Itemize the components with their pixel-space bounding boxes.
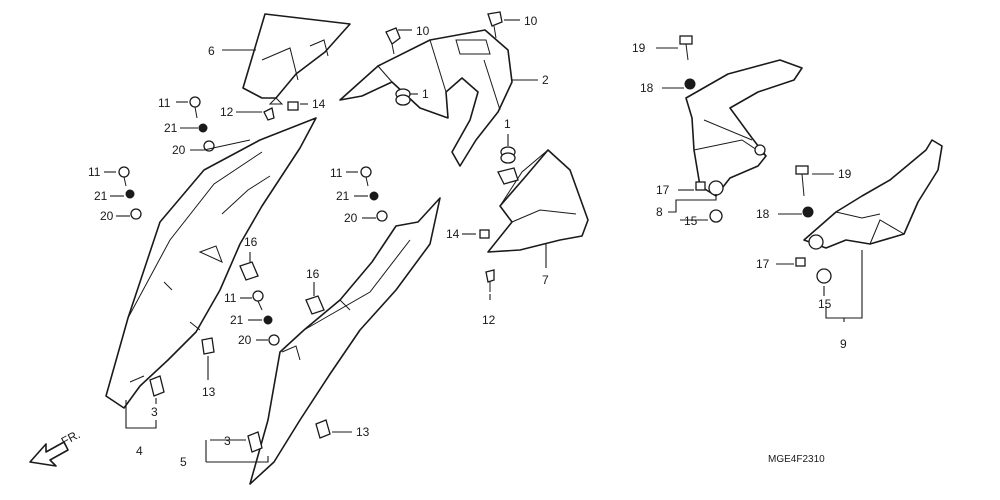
part-8-left-grab-handle — [685, 59, 803, 197]
callout-5: 5 — [180, 455, 187, 469]
bolt-10-right — [487, 11, 503, 39]
callout-1-lower: 1 — [504, 117, 511, 131]
callout-7: 7 — [542, 273, 549, 287]
leader-lines — [104, 19, 863, 463]
grommet-1-top — [395, 88, 411, 106]
callout-20-center: 20 — [344, 211, 358, 225]
callout-15-left: 15 — [684, 214, 698, 228]
collar-15-left — [709, 209, 723, 223]
callout-19-right: 19 — [838, 167, 852, 181]
callout-12-lower: 12 — [482, 313, 496, 327]
callout-14-upper: 14 — [312, 97, 326, 111]
cushion-3-right — [247, 431, 263, 453]
clip-16-left — [239, 261, 259, 281]
callout-11-lower-left: 11 — [88, 165, 101, 179]
nut-17-left — [695, 181, 706, 191]
screw-set-center — [360, 166, 388, 222]
drawing-code: MGE4F2310 — [768, 454, 825, 465]
callout-13-right: 13 — [356, 425, 370, 439]
part-4-left-side-cover — [105, 117, 317, 409]
nut-14-lower — [479, 229, 490, 239]
callout-10-right: 10 — [524, 14, 538, 28]
callout-19-left: 19 — [632, 41, 646, 55]
callout-18-left: 18 — [640, 81, 654, 95]
callout-20-lower-left: 20 — [100, 209, 114, 223]
fastener-13-left — [201, 337, 215, 355]
callout-21-lower-left: 21 — [94, 189, 108, 203]
callout-11-center: 11 — [330, 166, 343, 180]
callout-18-right: 18 — [756, 207, 770, 221]
cushion-3-left — [149, 375, 165, 397]
callout-13-left: 13 — [202, 385, 216, 399]
front-direction-arrow: FR. — [29, 427, 82, 467]
bolt-10-left — [385, 27, 401, 55]
callout-2: 2 — [542, 73, 549, 87]
callout-21-center: 21 — [336, 189, 350, 203]
callout-21-low-center: 21 — [230, 313, 244, 327]
bolt-19-left — [679, 35, 696, 90]
screw-set-upper-left — [189, 96, 215, 152]
callout-20-low-center: 20 — [238, 333, 252, 347]
callout-21-upper-left: 21 — [164, 121, 178, 135]
screw-set-lower-left — [118, 166, 142, 220]
screw-set-low-center — [252, 290, 280, 346]
callout-3-right: 3 — [224, 434, 231, 448]
part-9-right-grab-handle — [803, 139, 943, 250]
callout-11-low-center: 11 — [224, 291, 237, 305]
part-7-rear-panel — [487, 149, 589, 253]
callout-20-upper-left: 20 — [172, 143, 186, 157]
part-5-right-side-cover — [249, 197, 441, 485]
callout-16-left: 16 — [244, 235, 258, 249]
callout-8: 8 — [656, 205, 663, 219]
callout-1-upper: 1 — [422, 87, 429, 101]
collar-15-right — [816, 268, 832, 284]
nut-17-right — [795, 257, 806, 267]
clip-16-right — [305, 295, 325, 315]
grommet-1-mid — [500, 146, 516, 164]
callout-6: 6 — [208, 44, 215, 58]
nut-14-upper — [287, 101, 299, 111]
callout-9: 9 — [840, 337, 847, 351]
callout-3-left: 3 — [151, 405, 158, 419]
callout-12-upper: 12 — [220, 105, 234, 119]
callout-4: 4 — [136, 444, 143, 458]
callout-17-right: 17 — [756, 257, 770, 271]
clip-12-upper — [263, 107, 275, 121]
callout-17-left: 17 — [656, 183, 670, 197]
fastener-13-right — [315, 419, 331, 439]
callout-labels: 6 10 10 1 2 1 12 14 11 21 20 11 21 20 11… — [88, 14, 852, 469]
clip-12-lower — [485, 269, 495, 292]
bolt-19-right — [795, 165, 814, 218]
part-6-cowl-cover — [242, 13, 351, 105]
callout-11-upper-left: 11 — [158, 96, 171, 110]
part-2-tail-top-cowl — [339, 29, 513, 167]
callout-15-right: 15 — [818, 297, 832, 311]
callout-14-lower: 14 — [446, 227, 460, 241]
callout-10-left: 10 — [416, 24, 430, 38]
callout-16-right: 16 — [306, 267, 320, 281]
